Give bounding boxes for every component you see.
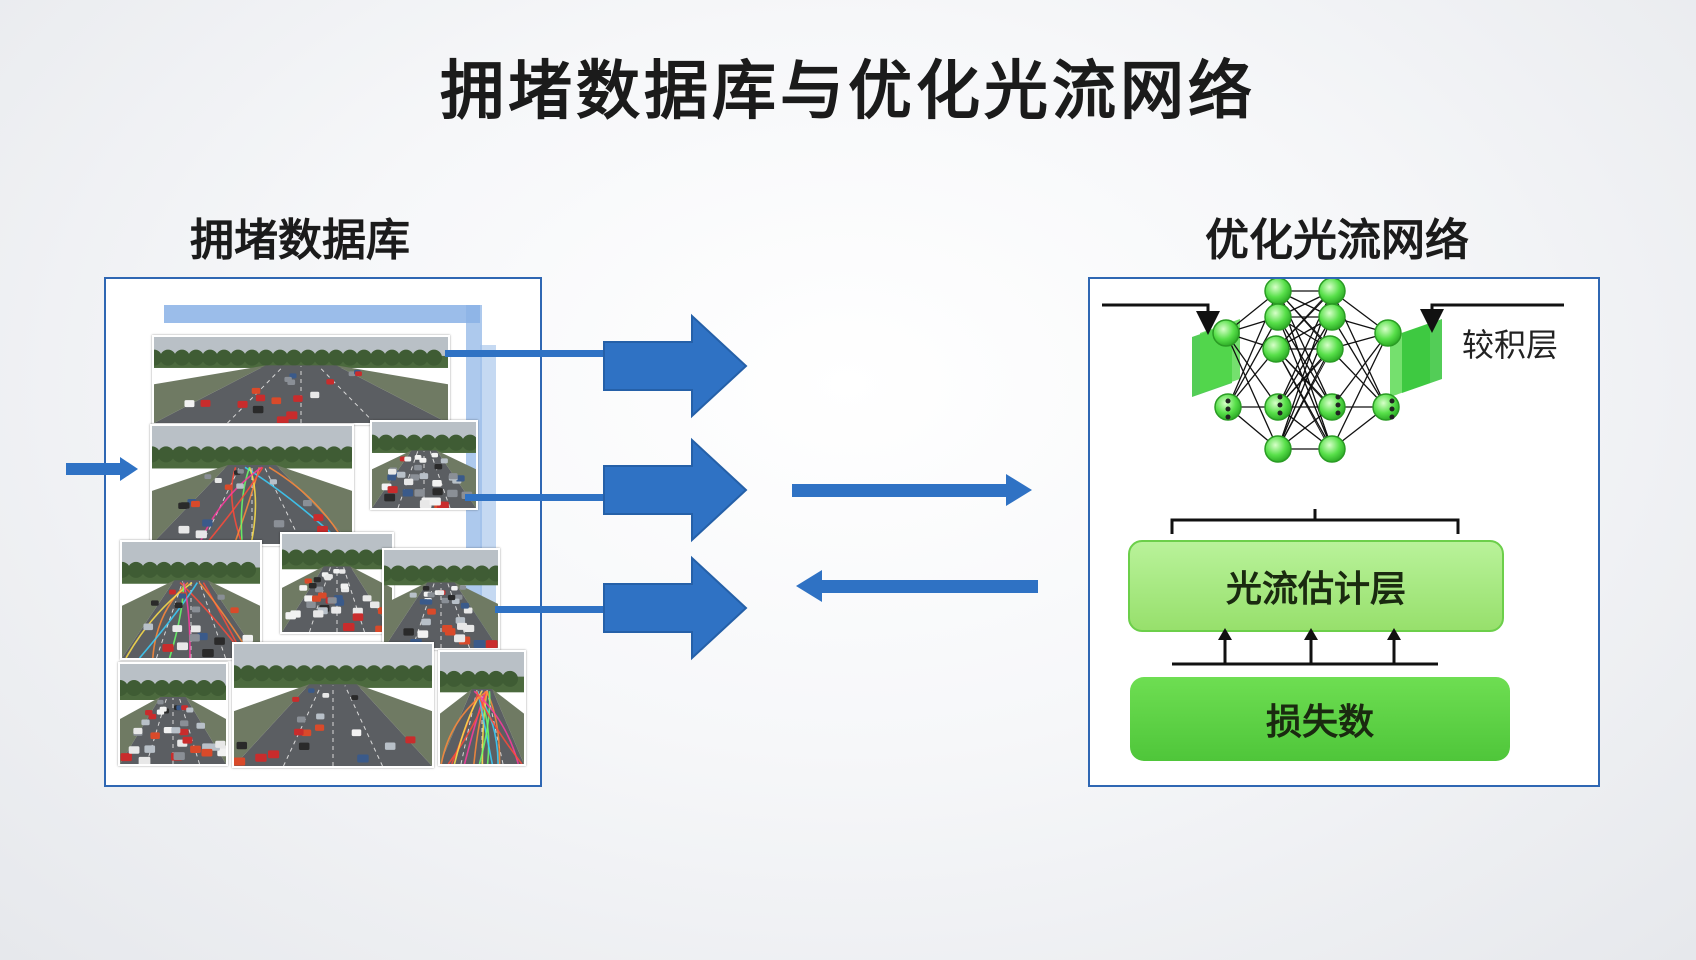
nn-node: [1316, 335, 1344, 363]
nn-node: [1264, 279, 1292, 305]
big-arrow-middle: [603, 437, 748, 543]
traffic-photo-bottom-left: [118, 662, 228, 766]
input-arrow-right: [1420, 303, 1564, 333]
traffic-photo-cars-small: [280, 532, 394, 634]
traffic-photo-light-trails: [438, 650, 526, 766]
input-arrow-left: [1102, 303, 1220, 335]
traffic-photo-jam-right: [370, 420, 478, 510]
loss-layer: 损失数: [1130, 677, 1510, 761]
nn-node: [1372, 393, 1400, 421]
input-arrow: [66, 457, 138, 481]
nn-node: [1264, 435, 1292, 463]
nn-node: [1374, 319, 1402, 347]
nn-node: [1318, 303, 1346, 331]
nn-node: [1318, 279, 1346, 305]
traffic-photo-highway-wide: [152, 335, 450, 425]
traffic-photo-dense: [382, 548, 500, 650]
big-arrow-top: [603, 313, 748, 419]
arrow-left-long: [796, 570, 1038, 602]
connector-lines: [445, 350, 615, 613]
neural-network-diagram: [1102, 279, 1564, 519]
nn-node: [1318, 393, 1346, 421]
nn-node: [1264, 303, 1292, 331]
traffic-photo-lanes: [120, 540, 262, 660]
nn-node: [1264, 393, 1292, 421]
big-arrow-bottom: [603, 555, 748, 661]
nn-node: [1212, 319, 1240, 347]
traffic-photo-roadmarks: [150, 424, 354, 546]
slide-title: 拥堵数据库与优化光流网络: [440, 55, 1256, 129]
stack-frame-top: [164, 305, 480, 323]
database-heading: 拥堵数据库: [190, 215, 410, 266]
conv-layer-label: 较积层: [1462, 326, 1559, 364]
network-heading: 优化光流网络: [1205, 215, 1469, 266]
loss-feedback-arrows: [1172, 628, 1438, 666]
nn-node: [1318, 435, 1346, 463]
traffic-photo-city: [232, 642, 434, 768]
ellipsis-dots: [1225, 394, 1395, 420]
conv-block-right: [1390, 319, 1442, 397]
arrow-right-long: [792, 474, 1032, 506]
nn-node: [1262, 335, 1290, 363]
flow-estimation-layer: 光流估计层: [1128, 540, 1504, 632]
network-bracket: [1170, 510, 1460, 534]
